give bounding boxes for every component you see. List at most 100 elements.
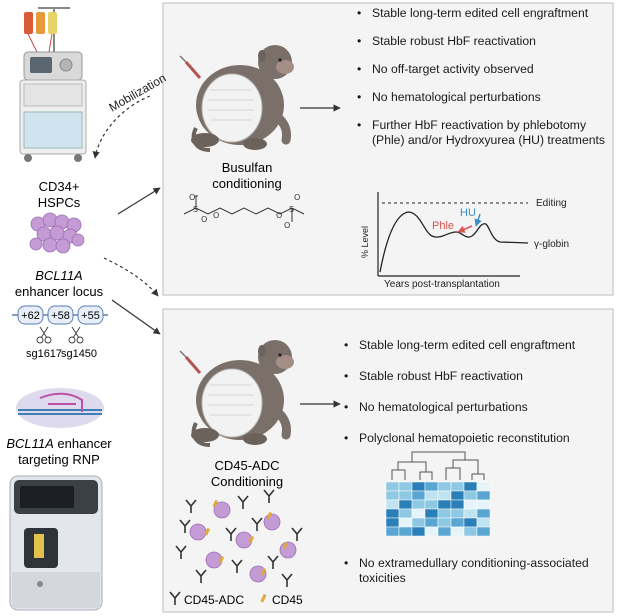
top-bullet: •No off-target activity observed: [357, 62, 534, 76]
heatmap-cell: [424, 490, 439, 501]
busulfan-label-line2: conditioning: [212, 176, 281, 191]
top-bullet: •Further HbF reactivation by phlebotomy …: [357, 118, 605, 147]
svg-text:S: S: [193, 205, 198, 214]
cd45-legend-label: CD45: [272, 593, 303, 607]
clonal-heatmap: [385, 481, 491, 537]
svg-text:O: O: [284, 221, 290, 230]
heatmap-cell: [411, 490, 426, 501]
heatmap-cell: [398, 517, 413, 528]
mobilization-label: Mobilization: [107, 71, 169, 115]
graph-y-label: % Level: [360, 226, 370, 258]
heatmap-cell: [450, 517, 465, 528]
rnp-complex-icon: [16, 388, 104, 428]
hu-arrow: [474, 213, 482, 227]
heatmap-cell: [476, 490, 491, 501]
graph-x-label: Years post-transplantation: [384, 279, 500, 290]
rnp-label-line1: BCL11A enhancer: [6, 436, 112, 451]
heatmap-cell: [476, 481, 491, 492]
cd45-marker-icons: [204, 499, 289, 576]
heatmap-cell: [437, 499, 452, 510]
heatmap-cell: [437, 526, 452, 537]
heatmap-cell: [385, 526, 400, 537]
enhancer-box: [47, 305, 74, 325]
heatmap-cell: [437, 517, 452, 528]
globin-label: γ-globin: [534, 239, 569, 250]
heatmap-cell: [463, 526, 478, 537]
heatmap-cell: [424, 508, 439, 519]
heatmap-cell: [398, 499, 413, 510]
dendrogram-icon: [391, 451, 485, 480]
heatmap-cell: [476, 517, 491, 528]
heatmap-cell: [437, 490, 452, 501]
heatmap-cell: [476, 526, 491, 537]
busulfan-structure-icon: [183, 195, 305, 222]
editing-label: Editing: [536, 198, 567, 209]
last-bullet-container: •No extramedullary conditioning-associat…: [344, 556, 589, 585]
dashed-arrow-return: [103, 257, 159, 297]
svg-text:O: O: [276, 211, 282, 220]
adc-legend-icon: [169, 591, 181, 605]
top-bullet: •No hematological perturbations: [357, 90, 541, 104]
heatmap-cell: [463, 490, 478, 501]
enhancer-label: +62: [21, 310, 40, 322]
cd45-label-line2: Conditioning: [211, 474, 283, 489]
legend: CD45-ADC CD45: [169, 591, 303, 607]
heatmap-cell: [385, 517, 400, 528]
top-bullet: •Stable long-term edited cell engraftmen…: [357, 6, 589, 20]
cd45-label-line1: CD45-ADC: [214, 458, 279, 473]
heatmap-cell: [424, 481, 439, 492]
heatmap-cell: [411, 526, 426, 537]
heatmap-cell: [398, 508, 413, 519]
heatmap-cell: [385, 481, 400, 492]
heatmap-cell: [437, 481, 452, 492]
phle-label: Phle: [432, 220, 454, 232]
enhancer-label: +58: [51, 310, 70, 322]
heatmap-cell: [450, 490, 465, 501]
heatmap-cell: [450, 481, 465, 492]
heatmap-cell: [463, 508, 478, 519]
heatmap-cell: [424, 517, 439, 528]
heatmap-cell: [450, 508, 465, 519]
svg-text:O: O: [201, 215, 207, 224]
heatmap-cell: [398, 526, 413, 537]
locus-label-line2: enhancer locus: [15, 284, 104, 299]
rnp-rest-label: enhancer: [54, 436, 112, 451]
rnp-label-line2: targeting RNP: [18, 452, 100, 467]
bottom-bullets-container: •Stable long-term edited cell engraftmen…: [344, 338, 576, 445]
cells-label-line1: CD34+: [39, 179, 80, 194]
scissors-icon: [36, 326, 84, 344]
antibody-icons: [175, 489, 303, 587]
mobilization-arrow: [92, 95, 151, 159]
heatmap-cell: [424, 526, 439, 537]
arrow-to-cd45: [111, 299, 161, 335]
heatmap-cell: [398, 481, 413, 492]
heatmap-cell: [411, 481, 426, 492]
cd45-legend-icon: [260, 593, 267, 603]
apheresis-machine-icon: [19, 7, 87, 162]
bottom-bullet: •Stable robust HbF reactivation: [344, 369, 523, 383]
bottom-bullet: •No hematological perturbations: [344, 400, 528, 414]
heatmap-cell: [411, 508, 426, 519]
globin-curve: [379, 211, 529, 273]
busulfan-label-line1: Busulfan: [222, 160, 273, 175]
level-graph: [377, 192, 529, 277]
heatmap-cell: [463, 499, 478, 510]
heatmap-cell: [385, 490, 400, 501]
bottom-bullet: •Stable long-term edited cell engraftmen…: [344, 338, 576, 352]
heatmap-cell: [411, 517, 426, 528]
heatmap-cell: [476, 508, 491, 519]
enhancer-boxes: +62 +58 +55: [17, 305, 104, 325]
heatmap-cell: [450, 526, 465, 537]
heatmap-cell: [385, 508, 400, 519]
hspc-cells-icon: [29, 212, 85, 254]
syringe-icon: [179, 350, 202, 374]
enhancer-label: +55: [81, 310, 100, 322]
top-panel: [162, 2, 614, 296]
cells-label-line2: HSPCs: [38, 195, 81, 210]
top-bullets-container: •Stable long-term edited cell engraftmen…: [357, 6, 605, 147]
svg-text:O: O: [213, 211, 219, 220]
syringe-icon: [179, 55, 202, 79]
arrow-to-busulfan: [117, 187, 161, 215]
electroporation-device-icon: [9, 475, 103, 611]
